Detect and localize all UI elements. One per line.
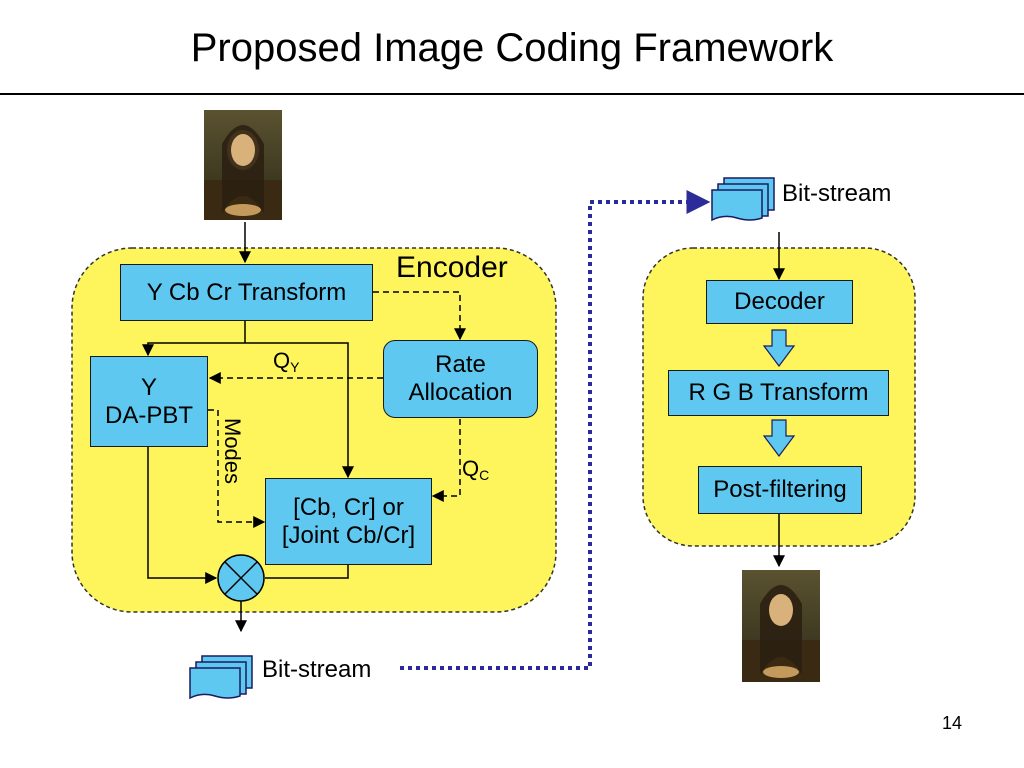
qc-main: Q xyxy=(462,456,480,481)
rgb-transform-label: R G B Transform xyxy=(688,379,869,406)
arrow-to-cbcr-box xyxy=(245,342,354,479)
encoder-bitstream-label: Bit-stream xyxy=(262,656,372,683)
rate-allocation-box: Rate Allocation xyxy=(383,340,538,418)
rate-line2: Allocation xyxy=(408,379,513,406)
encoder-panel xyxy=(71,247,557,613)
rgb-transform-box: R G B Transform xyxy=(668,370,889,416)
decoder-bitstream-label: Bit-stream xyxy=(782,180,892,207)
modes-label: Modes xyxy=(220,418,245,485)
dashed-modes-to-cbcr xyxy=(208,409,266,528)
post-filtering-box: Post-filtering xyxy=(698,466,862,514)
y-box-line1: Y xyxy=(140,373,157,401)
block-arrow-rgb-to-post xyxy=(762,419,796,457)
qc-label: QC xyxy=(462,456,489,488)
y-box-line2: DA-PBT xyxy=(104,401,193,429)
decoder-bitstream-icon xyxy=(711,177,775,222)
qc-sub: C xyxy=(479,467,490,483)
title-divider xyxy=(0,93,1024,95)
y-dapbt-box: Y DA-PBT xyxy=(90,356,208,447)
dashed-rate-to-cbcr xyxy=(431,419,461,502)
cbcr-line1: [Cb, Cr] or xyxy=(293,493,404,521)
transmission-link xyxy=(400,190,711,670)
page-number: 14 xyxy=(941,713,962,733)
arrow-y-to-mux xyxy=(147,447,218,584)
line-cbcr-to-mux xyxy=(265,565,349,579)
multiplexer-symbol xyxy=(217,554,265,602)
slide-title: Proposed Image Coding Framework xyxy=(190,26,834,70)
ycbcr-transform-box: Y Cb Cr Transform xyxy=(120,264,373,321)
post-filtering-label: Post-filtering xyxy=(713,476,847,503)
output-image xyxy=(742,570,820,682)
arrow-to-y-box xyxy=(142,342,245,357)
cbcr-line2: [Joint Cb/Cr] xyxy=(281,521,416,549)
decoder-box: Decoder xyxy=(706,280,853,324)
cbcr-box: [Cb, Cr] or [Joint Cb/Cr] xyxy=(265,478,432,565)
ycbcr-transform-label: Y Cb Cr Transform xyxy=(146,278,347,306)
decoder-label: Decoder xyxy=(734,288,825,315)
qy-sub: Y xyxy=(290,359,300,375)
encoder-label: Encoder xyxy=(396,251,508,284)
encoder-bitstream-icon xyxy=(189,655,253,700)
qy-label: QY xyxy=(273,348,299,380)
qy-main: Q xyxy=(273,348,291,373)
block-arrow-decoder-to-rgb xyxy=(762,329,796,367)
input-image xyxy=(204,110,282,220)
rate-line1: Rate xyxy=(435,351,486,378)
